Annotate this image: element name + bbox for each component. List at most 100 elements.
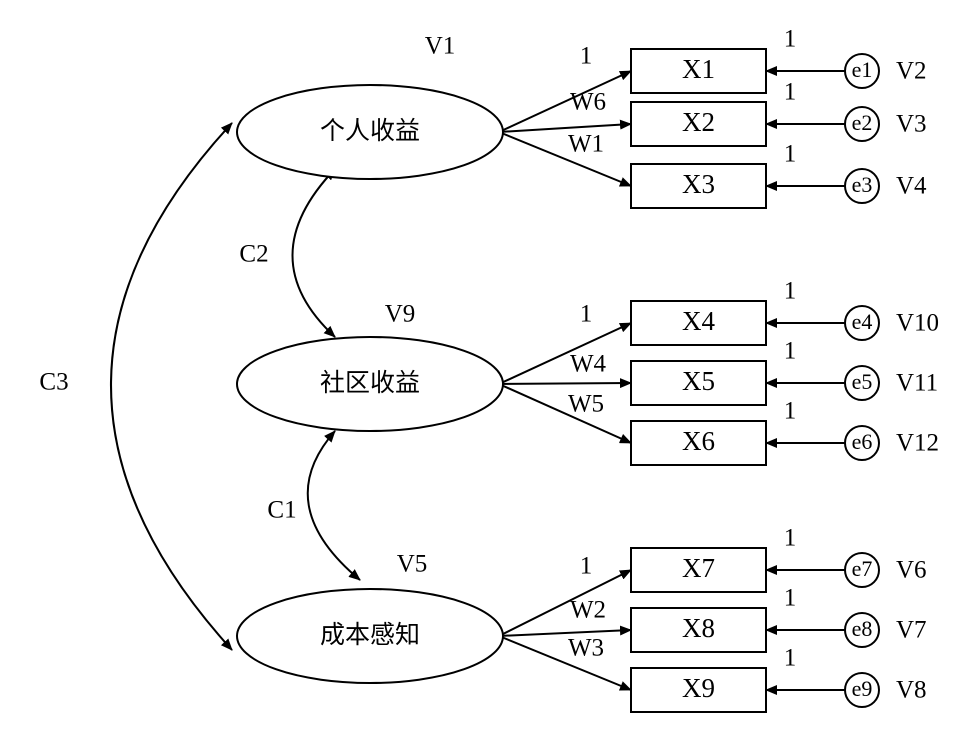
loading-arrow (498, 569, 632, 637)
error-circle (844, 168, 880, 204)
error-circle (844, 53, 880, 89)
error-variance-label: V12 (896, 430, 939, 457)
loading-label: W2 (570, 597, 606, 624)
error-label: e1 (852, 57, 873, 82)
error-e8: e8 V7 (844, 612, 927, 648)
loading-arrow (498, 322, 632, 385)
loading-arrow (498, 378, 632, 389)
error-label: e3 (852, 172, 873, 197)
indicator-label: X3 (682, 169, 715, 199)
error-variance-label: V6 (896, 557, 927, 584)
error-label: e9 (852, 676, 873, 701)
error-loading-label: 1 (784, 79, 797, 106)
indicator-label: X8 (682, 613, 715, 643)
loading-arrow (498, 131, 632, 187)
loading-label: W3 (568, 635, 604, 662)
error-loading-label: 1 (784, 398, 797, 425)
error-circle (844, 672, 880, 708)
latent-ellipse (236, 336, 504, 432)
error-e2: e2 V3 (844, 106, 927, 142)
loading-arrow (498, 635, 632, 691)
error-circle (844, 305, 880, 341)
indicator-box (630, 300, 767, 346)
latent-cost: 成本感知 V5 (236, 551, 504, 684)
indicator-label: X6 (682, 426, 715, 456)
indicator-x4: X4 (630, 300, 767, 346)
error-label: e6 (852, 429, 873, 454)
loading-arrow (498, 383, 632, 444)
error-loading-label: 1 (784, 645, 797, 672)
error-loading-label: 1 (784, 585, 797, 612)
loading-label: W1 (568, 131, 604, 158)
covariance-label: C1 (267, 497, 296, 524)
indicator-label: X7 (682, 553, 715, 583)
indicator-x8: X8 (630, 607, 767, 653)
error-loading-label: 1 (784, 278, 797, 305)
error-variance-label: V8 (896, 677, 927, 704)
latent-label: 社区收益 (320, 368, 420, 397)
indicator-label: X9 (682, 673, 715, 703)
indicator-x6: X6 (630, 420, 767, 466)
covariance-arrow-c3 (110, 122, 233, 651)
error-circle (844, 106, 880, 142)
covariance-label: C3 (39, 369, 68, 396)
error-label: e4 (852, 309, 873, 334)
latent-variance-label: V1 (425, 33, 456, 60)
loading-label: W6 (570, 89, 606, 116)
indicator-x7: X7 (630, 547, 767, 593)
error-variance-label: V4 (896, 173, 927, 200)
indicator-x1: X1 (630, 48, 767, 94)
error-variance-label: V10 (896, 310, 939, 337)
loading-arrow (498, 119, 632, 133)
covariance-arrow-c1 (306, 430, 361, 581)
indicator-x5: X5 (630, 360, 767, 406)
loading-label: 1 (580, 553, 593, 580)
error-variance-label: V7 (896, 617, 927, 644)
error-loading-label: 1 (784, 26, 797, 53)
indicator-x9: X9 (630, 667, 767, 713)
covariance-arrow-c2 (291, 168, 336, 338)
covariance-label: C2 (239, 241, 268, 268)
error-label: e2 (852, 110, 873, 135)
error-e4: e4 V10 (844, 305, 939, 341)
error-circle (844, 425, 880, 461)
error-e6: e6 V12 (844, 425, 939, 461)
error-circle (844, 365, 880, 401)
error-circle (844, 612, 880, 648)
latent-ellipse (236, 588, 504, 684)
error-variance-label: V11 (896, 370, 938, 397)
latent-personal: 个人收益 V1 (236, 33, 504, 180)
error-e7: e7 V6 (844, 552, 927, 588)
error-e3: e3 V4 (844, 168, 927, 204)
error-circle (844, 552, 880, 588)
loading-label: W4 (570, 351, 607, 378)
indicator-box (630, 420, 767, 466)
latent-label: 成本感知 (320, 620, 420, 649)
loading-label: 1 (580, 43, 593, 70)
latent-label: 个人收益 (320, 116, 420, 145)
edges-layer (110, 66, 845, 695)
latent-variance-label: V5 (397, 551, 428, 578)
indicator-box (630, 667, 767, 713)
loading-label: W5 (568, 391, 604, 418)
indicator-x3: X3 (630, 163, 767, 209)
indicator-x2: X2 (630, 101, 767, 147)
error-label: e5 (852, 369, 873, 394)
error-label: e8 (852, 616, 873, 641)
latent-ellipse (236, 84, 504, 180)
error-variance-label: V3 (896, 111, 927, 138)
indicator-box (630, 101, 767, 147)
error-loading-label: 1 (784, 338, 797, 365)
indicator-box (630, 607, 767, 653)
indicator-label: X2 (682, 107, 715, 137)
indicator-box (630, 163, 767, 209)
error-label: e7 (852, 556, 873, 581)
indicator-box (630, 360, 767, 406)
indicator-box (630, 48, 767, 94)
indicator-label: X5 (682, 366, 715, 396)
indicator-label: X4 (682, 306, 715, 336)
error-e5: e5 V11 (844, 365, 938, 401)
